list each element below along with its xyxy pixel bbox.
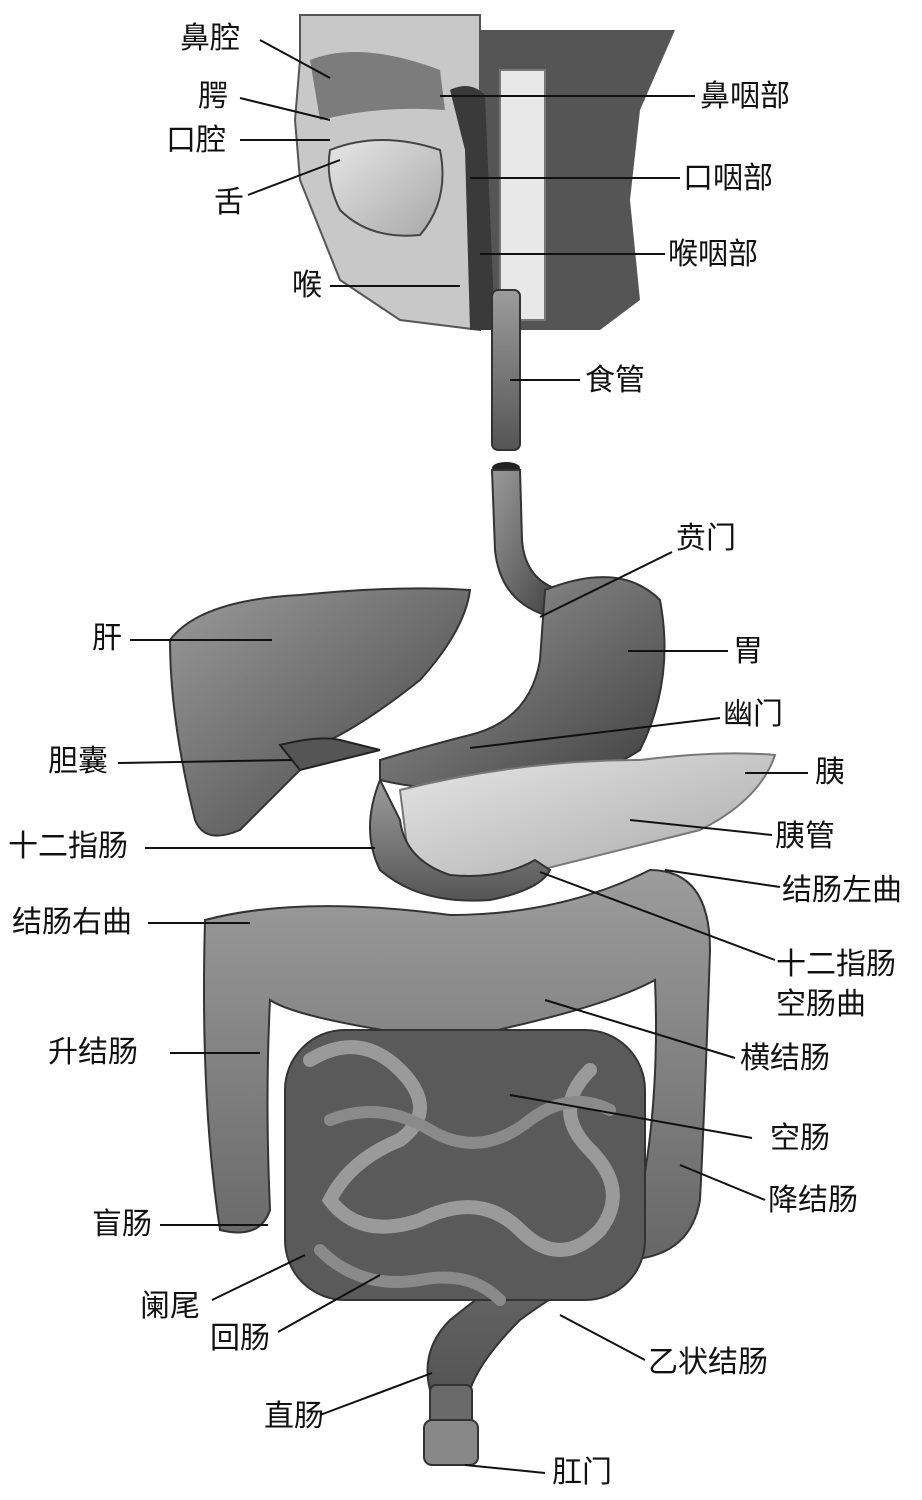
label-gallbladder: 胆囊 [48, 744, 108, 779]
label-nasopharynx: 鼻咽部 [700, 79, 790, 114]
nasal-cavity-shape [310, 52, 445, 120]
esophagus-shape [490, 289, 562, 617]
label-ascending-colon: 升结肠 [48, 1035, 138, 1070]
label-pancreas: 胰 [815, 755, 845, 790]
label-cecum: 盲肠 [92, 1207, 152, 1242]
anus-shape [423, 1419, 479, 1466]
label-right-colic-flexure: 结肠右曲 [12, 905, 132, 940]
label-sigmoid-colon: 乙状结肠 [648, 1345, 768, 1380]
head-section [293, 14, 675, 332]
duodenum-shape [369, 777, 552, 902]
label-left-colic-flexure: 结肠左曲 [782, 873, 902, 908]
label-liver: 肝 [92, 621, 122, 656]
label-cardia: 贲门 [676, 521, 736, 556]
label-anus: 肛门 [552, 1455, 612, 1490]
label-ileum: 回肠 [210, 1321, 270, 1356]
label-appendix: 阑尾 [140, 1289, 200, 1324]
label-pancreatic-duct: 胰管 [775, 819, 835, 854]
label-jejunum: 空肠 [770, 1121, 830, 1156]
label-esophagus: 食管 [585, 363, 645, 398]
label-pylorus: 幽门 [723, 697, 783, 732]
small-intestine-shape [284, 1029, 646, 1306]
label-stomach: 胃 [733, 634, 763, 669]
label-oropharynx: 口咽部 [683, 161, 773, 196]
label-descending-colon: 降结肠 [768, 1183, 858, 1218]
label-duodenojejunal-flexure-line1: 十二指肠 [776, 947, 896, 982]
label-transverse-colon: 横结肠 [740, 1041, 830, 1076]
label-duodenum: 十二指肠 [8, 829, 128, 864]
label-tongue: 舌 [214, 185, 244, 220]
label-larynx: 喉 [292, 268, 322, 303]
label-duodenojejunal-flexure-line2: 空肠曲 [776, 987, 866, 1022]
label-laryngopharynx: 喉咽部 [668, 237, 758, 272]
label-rectum: 直肠 [264, 1399, 324, 1434]
label-palate: 腭 [198, 79, 228, 114]
tongue-shape [327, 139, 444, 237]
label-oral-cavity: 口腔 [166, 123, 226, 158]
pharynx-shape [450, 86, 495, 330]
label-nasal-cavity: 鼻腔 [180, 21, 240, 56]
spine-shape [499, 69, 546, 321]
gallbladder-shape [278, 737, 381, 772]
leader-lines [117, 39, 808, 1474]
liver-shape [168, 587, 472, 837]
